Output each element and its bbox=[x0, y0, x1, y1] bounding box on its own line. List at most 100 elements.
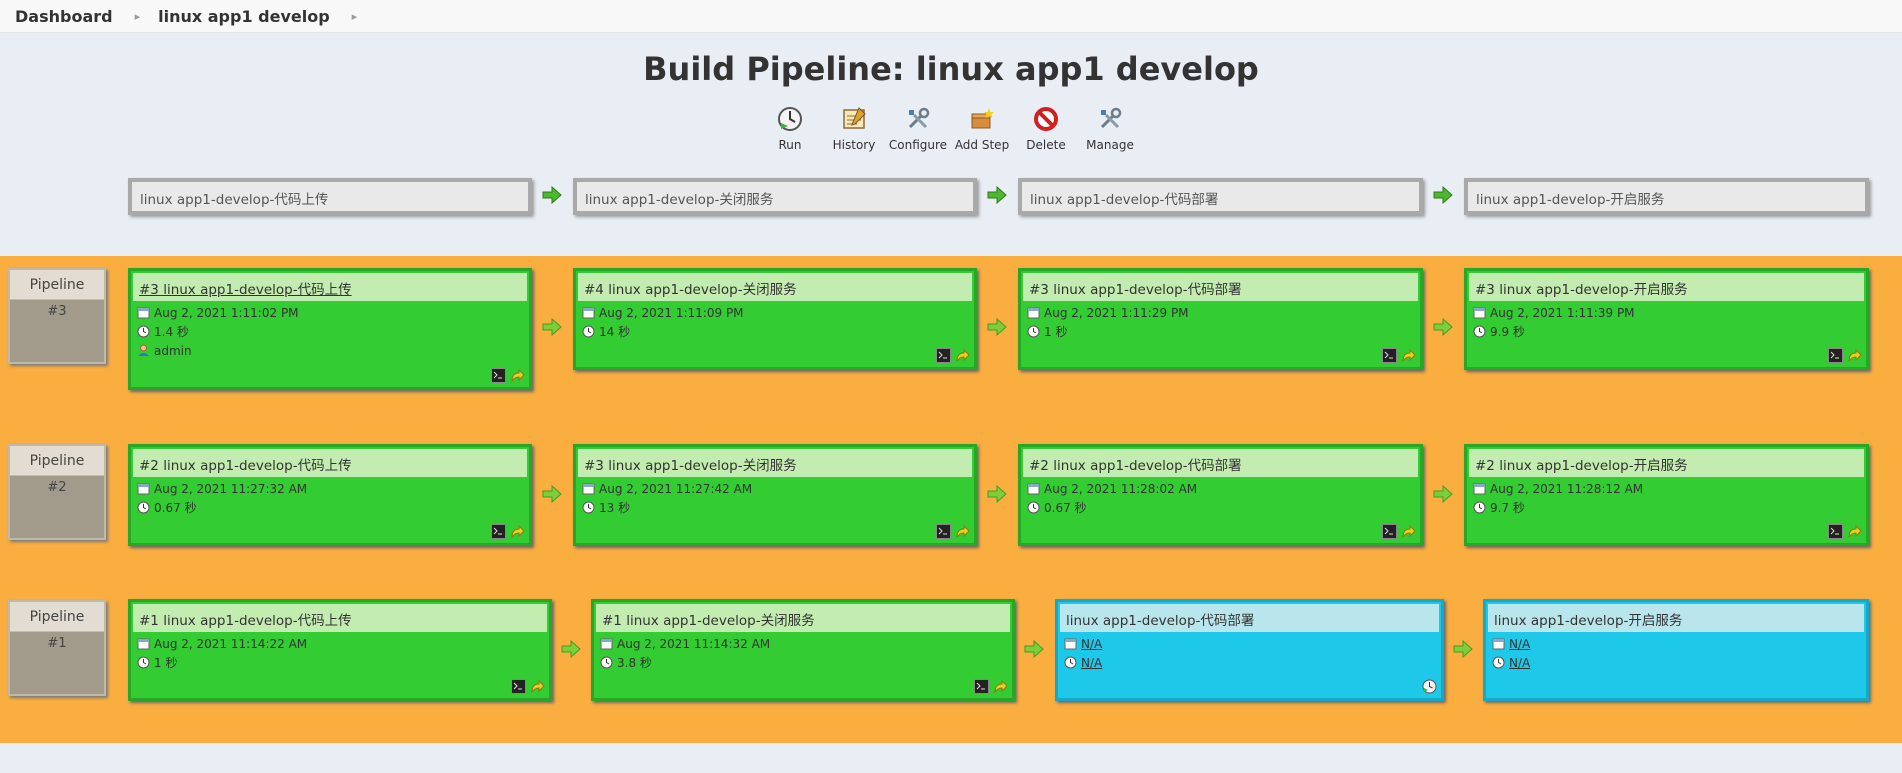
build-date: Aug 2, 2021 11:28:02 AM bbox=[1044, 481, 1198, 496]
build-title[interactable]: #3 linux app1-develop-关闭服务 bbox=[578, 449, 972, 477]
build-duration: 1 秒 bbox=[1044, 325, 1068, 339]
console-icon[interactable] bbox=[491, 368, 506, 383]
build-card-pending: linux app1-develop-开启服务 N/A N/A bbox=[1483, 599, 1869, 701]
build-title[interactable]: #2 linux app1-develop-代码上传 bbox=[133, 449, 527, 477]
build-card-pending: linux app1-develop-代码部署 N/A N/A bbox=[1055, 599, 1444, 701]
page-title: Build Pipeline: linux app1 develop bbox=[643, 50, 1259, 88]
build-title-link[interactable]: #3 linux app1-develop-代码上传 bbox=[133, 273, 527, 301]
calendar-icon bbox=[137, 483, 150, 495]
rebuild-icon[interactable] bbox=[1847, 348, 1862, 363]
calendar-icon bbox=[137, 638, 150, 650]
rebuild-icon[interactable] bbox=[1401, 524, 1416, 539]
console-icon[interactable] bbox=[936, 524, 951, 539]
rebuild-icon[interactable] bbox=[993, 679, 1008, 694]
arrow-right-icon bbox=[542, 186, 562, 204]
build-title[interactable]: #1 linux app1-develop-代码上传 bbox=[133, 604, 547, 632]
build-date: Aug 2, 2021 1:11:39 PM bbox=[1490, 305, 1635, 320]
build-card: #2 linux app1-develop-开启服务 Aug 2, 2021 1… bbox=[1464, 444, 1869, 546]
build-title[interactable]: #3 linux app1-develop-开启服务 bbox=[1469, 273, 1864, 301]
console-icon[interactable] bbox=[936, 348, 951, 363]
build-date: Aug 2, 2021 11:14:32 AM bbox=[617, 636, 771, 651]
delete-button[interactable]: Delete bbox=[1014, 106, 1078, 152]
build-title[interactable]: linux app1-develop-开启服务 bbox=[1488, 604, 1864, 632]
build-duration: 14 秒 bbox=[599, 325, 631, 339]
build-date: Aug 2, 2021 1:11:09 PM bbox=[599, 305, 744, 320]
breadcrumb-job[interactable]: linux app1 develop bbox=[158, 6, 330, 26]
rebuild-icon[interactable] bbox=[1401, 348, 1416, 363]
build-card: #1 linux app1-develop-代码上传 Aug 2, 2021 1… bbox=[128, 599, 552, 701]
calendar-icon bbox=[137, 307, 150, 319]
clock-icon bbox=[137, 501, 150, 514]
build-date-link[interactable]: N/A bbox=[1509, 636, 1531, 651]
manage-button[interactable]: Manage bbox=[1078, 106, 1142, 152]
chevron-right-icon[interactable]: ▸ bbox=[351, 9, 358, 23]
clock-icon bbox=[582, 325, 595, 338]
console-icon[interactable] bbox=[491, 524, 506, 539]
console-icon[interactable] bbox=[1382, 524, 1397, 539]
configure-icon bbox=[908, 107, 930, 129]
build-date-link[interactable]: N/A bbox=[1081, 636, 1103, 651]
clock-icon bbox=[1027, 325, 1040, 338]
breadcrumb-dashboard[interactable]: Dashboard bbox=[15, 6, 113, 26]
build-user: admin bbox=[154, 343, 192, 358]
calendar-icon bbox=[1064, 638, 1077, 650]
stage-header[interactable]: linux app1-develop-关闭服务 bbox=[573, 178, 977, 215]
build-title[interactable]: #3 linux app1-develop-代码部署 bbox=[1023, 273, 1418, 301]
trigger-build-icon[interactable] bbox=[1422, 679, 1437, 694]
build-title[interactable]: #2 linux app1-develop-开启服务 bbox=[1469, 449, 1864, 477]
pipeline-label[interactable]: Pipeline #1 bbox=[8, 600, 106, 696]
build-title[interactable]: #2 linux app1-develop-代码部署 bbox=[1023, 449, 1418, 477]
build-duration: 13 秒 bbox=[599, 501, 631, 515]
rebuild-icon[interactable] bbox=[955, 348, 970, 363]
build-duration-link[interactable]: N/A bbox=[1081, 655, 1103, 670]
breadcrumb: Dashboard ▸ linux app1 develop ▸ bbox=[0, 0, 1902, 33]
rebuild-icon[interactable] bbox=[1847, 524, 1862, 539]
build-date: Aug 2, 2021 11:28:12 AM bbox=[1490, 481, 1644, 496]
console-icon[interactable] bbox=[511, 679, 526, 694]
arrow-right-icon bbox=[987, 485, 1007, 503]
clock-icon bbox=[1027, 501, 1040, 514]
stage-header[interactable]: linux app1-develop-代码部署 bbox=[1018, 178, 1423, 215]
pipeline-label[interactable]: Pipeline #2 bbox=[8, 444, 106, 540]
rebuild-icon[interactable] bbox=[955, 524, 970, 539]
clock-icon bbox=[582, 501, 595, 514]
build-card: #4 linux app1-develop-关闭服务 Aug 2, 2021 1… bbox=[573, 268, 977, 370]
build-title[interactable]: #1 linux app1-develop-关闭服务 bbox=[596, 604, 1010, 632]
chevron-right-icon[interactable]: ▸ bbox=[134, 9, 141, 23]
clock-icon bbox=[1473, 501, 1486, 514]
add-step-icon bbox=[971, 108, 994, 129]
build-date: Aug 2, 2021 11:27:42 AM bbox=[599, 481, 753, 496]
calendar-icon bbox=[582, 483, 595, 495]
calendar-icon bbox=[1027, 483, 1040, 495]
rebuild-icon[interactable] bbox=[510, 368, 525, 383]
build-duration: 1 秒 bbox=[154, 656, 178, 670]
build-duration: 1.4 秒 bbox=[154, 325, 189, 339]
console-icon[interactable] bbox=[1828, 524, 1843, 539]
rebuild-icon[interactable] bbox=[530, 679, 545, 694]
console-icon[interactable] bbox=[974, 679, 989, 694]
clock-icon bbox=[1064, 656, 1077, 669]
arrow-right-icon bbox=[1433, 318, 1453, 336]
build-duration-link[interactable]: N/A bbox=[1509, 655, 1531, 670]
build-title[interactable]: linux app1-develop-代码部署 bbox=[1060, 604, 1439, 632]
calendar-icon bbox=[1473, 483, 1486, 495]
rebuild-icon[interactable] bbox=[510, 524, 525, 539]
build-title[interactable]: #4 linux app1-develop-关闭服务 bbox=[578, 273, 972, 301]
history-button[interactable]: History bbox=[822, 106, 886, 152]
stage-header[interactable]: linux app1-develop-开启服务 bbox=[1464, 178, 1869, 215]
arrow-right-icon bbox=[542, 485, 562, 503]
configure-button[interactable]: Configure bbox=[886, 106, 950, 152]
run-button[interactable]: Run bbox=[758, 106, 822, 152]
build-duration: 0.67 秒 bbox=[154, 501, 197, 515]
build-card: #2 linux app1-develop-代码上传 Aug 2, 2021 1… bbox=[128, 444, 532, 546]
clock-icon bbox=[1492, 656, 1505, 669]
run-icon bbox=[778, 107, 802, 131]
console-icon[interactable] bbox=[1382, 348, 1397, 363]
clock-icon bbox=[137, 656, 150, 669]
add-step-button[interactable]: Add Step bbox=[950, 106, 1014, 152]
pipeline-label[interactable]: Pipeline #3 bbox=[8, 268, 106, 364]
calendar-icon bbox=[1492, 638, 1505, 650]
build-card: #3 linux app1-develop-代码上传 Aug 2, 2021 1… bbox=[128, 268, 532, 390]
console-icon[interactable] bbox=[1828, 348, 1843, 363]
stage-header[interactable]: linux app1-develop-代码上传 bbox=[128, 178, 532, 215]
